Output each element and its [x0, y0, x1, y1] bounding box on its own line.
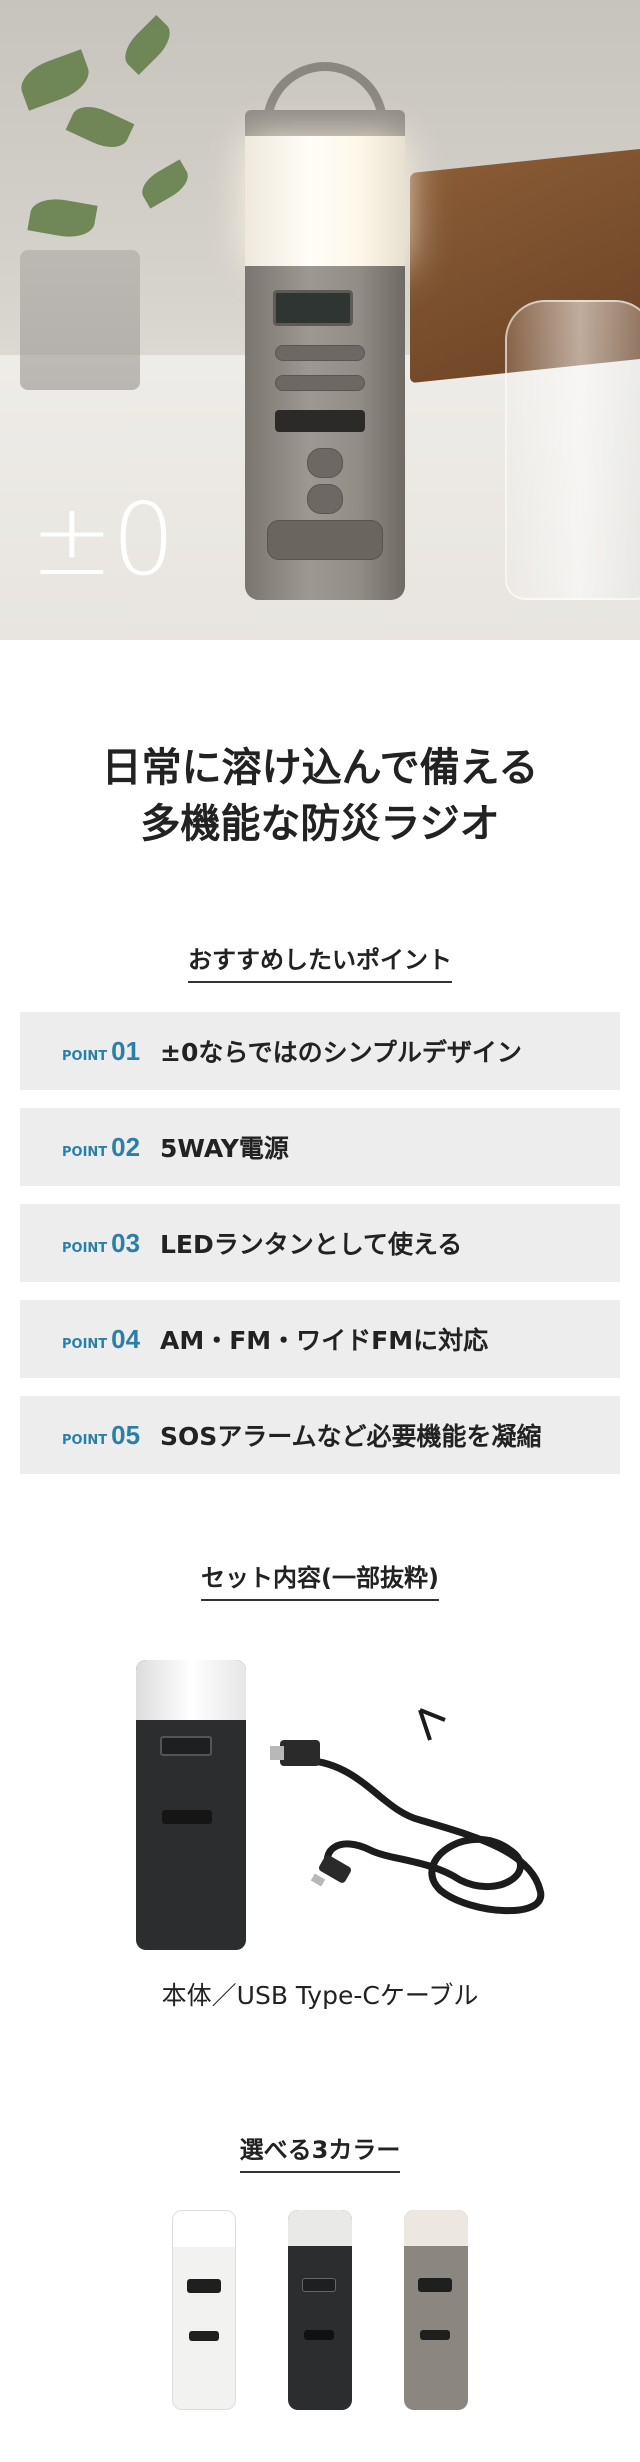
point-label: POINT [62, 1336, 108, 1352]
points-list: POINT 01 ±0ならではのシンプルデザイン POINT 02 5WAY電源… [20, 1012, 620, 1492]
radio-lcd-display [273, 290, 353, 326]
hero-image: ±0 [0, 0, 640, 640]
point-text: SOSアラームなど必要機能を凝縮 [160, 1422, 542, 1451]
point-number: 05 [111, 1419, 141, 1450]
radio-sos-button [307, 484, 343, 514]
point-item: POINT 05 SOSアラームなど必要機能を凝縮 [20, 1396, 620, 1474]
plant-leaf [27, 194, 98, 242]
plant-leaf [136, 159, 194, 209]
radio-band-switch [275, 410, 365, 432]
point-item: POINT 04 AM・FM・ワイドFMに対応 [20, 1300, 620, 1378]
radio-usb-out-port [267, 520, 383, 560]
points-section-title: おすすめしたいポイント [0, 940, 640, 983]
radio-lantern-light [245, 136, 405, 266]
point-text: ±0ならではのシンプルデザイン [160, 1038, 522, 1067]
colors-section-title: 選べる3カラー [0, 2130, 640, 2173]
set-title-text: セット内容(一部抜粋) [201, 1558, 439, 1601]
plant-leaf [117, 14, 178, 76]
headline: 日常に溶け込んで備える 多機能な防災ラジオ [0, 740, 640, 852]
point-tag: POINT 02 [20, 1132, 160, 1163]
point-tag: POINT 01 [20, 1036, 160, 1067]
glass-jar [505, 300, 640, 600]
point-number: 04 [111, 1323, 141, 1354]
usb-cable-photo [270, 1708, 545, 1915]
plant-leaf [65, 98, 135, 156]
point-item: POINT 02 5WAY電源 [20, 1108, 620, 1186]
point-number: 02 [111, 1131, 141, 1162]
colors-title-text: 選べる3カラー [239, 2130, 401, 2173]
color-variant-white [172, 2210, 236, 2410]
point-text: AM・FM・ワイドFMに対応 [160, 1326, 489, 1355]
set-section-title: セット内容(一部抜粋) [0, 1558, 640, 1601]
radio-black-photo [136, 1660, 246, 1950]
point-label: POINT [62, 1240, 108, 1256]
point-number: 03 [111, 1227, 141, 1258]
color-variant-black [288, 2210, 352, 2410]
point-tag: POINT 05 [20, 1420, 160, 1451]
point-item: POINT 03 LEDランタンとして使える [20, 1204, 620, 1282]
point-label: POINT [62, 1048, 108, 1064]
set-caption: 本体／USB Type-Cケーブル [161, 1981, 479, 2010]
background-cup [20, 250, 140, 390]
radio-light-button [307, 448, 343, 478]
plant-leaf [15, 49, 95, 111]
headline-line-2: 多機能な防災ラジオ [140, 801, 500, 847]
point-label: POINT [62, 1432, 108, 1448]
point-item: POINT 01 ±0ならではのシンプルデザイン [20, 1012, 620, 1090]
point-text: LEDランタンとして使える [160, 1230, 463, 1259]
color-variants-image [0, 2200, 640, 2420]
point-label: POINT [62, 1144, 108, 1160]
radio-top-cap [245, 110, 405, 136]
points-title-text: おすすめしたいポイント [188, 940, 452, 983]
point-tag: POINT 03 [20, 1228, 160, 1259]
radio-volume-button [275, 375, 365, 391]
point-text: 5WAY電源 [160, 1134, 289, 1163]
set-contents-image [120, 1660, 560, 1960]
brand-logo: ±0 [30, 481, 175, 598]
color-variant-gray [404, 2210, 468, 2410]
headline-line-1: 日常に溶け込んで備える [101, 745, 539, 791]
point-number: 01 [111, 1035, 141, 1066]
point-tag: POINT 04 [20, 1324, 160, 1355]
radio-product-photo [245, 62, 405, 600]
radio-tune-button [275, 345, 365, 361]
